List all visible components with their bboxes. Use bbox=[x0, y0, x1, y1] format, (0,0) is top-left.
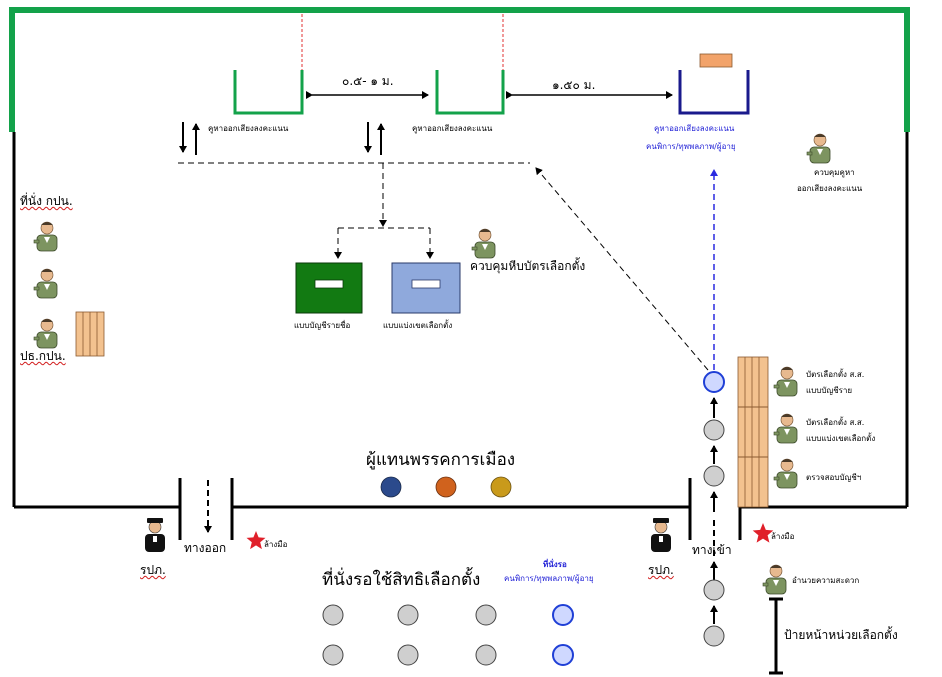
voting-booth-2 bbox=[435, 70, 505, 115]
exit-label: ทางออก bbox=[184, 541, 227, 555]
booth-controller-icon bbox=[806, 133, 831, 164]
distance-label-1: ๐.๕- ๑ ม. bbox=[342, 74, 394, 88]
voting-booth-accessible bbox=[678, 70, 750, 115]
committee-member-icon bbox=[33, 268, 58, 299]
party-rep-seat bbox=[380, 476, 402, 498]
booth-controller-line2: ออกเสียงลงคะแนน bbox=[797, 184, 863, 193]
booth-controller-line1: ควบคุมคูหา bbox=[814, 168, 855, 177]
ballot-stack-officers bbox=[737, 356, 769, 508]
officer-party-ballot-icon bbox=[773, 366, 798, 397]
officer-district-ballot-icon bbox=[773, 413, 798, 444]
booth3-label-line2: คนพิการ/ทุพพลภาพ/ผู้อายุ bbox=[646, 142, 736, 151]
entrance-police-label: รปภ. bbox=[648, 563, 674, 577]
facilitator-label: อำนวยความสะดวก bbox=[792, 576, 860, 585]
ballot-box-district-slot bbox=[411, 279, 441, 289]
queue-circle bbox=[703, 579, 725, 601]
hand-wash-exit-star-icon bbox=[246, 531, 266, 550]
queue-circle-accessible bbox=[703, 371, 725, 393]
exit-police-label: รปภ. bbox=[140, 563, 166, 577]
entrance-wash-label: ล้างมือ bbox=[771, 532, 795, 541]
ballot-box-controller-label: ควบคุมหีบบัตรเลือกตั้ง bbox=[470, 259, 586, 273]
committee-seat-text: ที่นั่ง กปน. bbox=[20, 194, 73, 208]
committee-seat-label: ที่นั่ง กปน. bbox=[20, 194, 73, 208]
waiting-seat bbox=[397, 604, 419, 626]
signboard-label: ป้ายหน้าหน่วยเลือกตั้ง bbox=[784, 628, 898, 642]
waiting-seat bbox=[475, 644, 497, 666]
queue-circle bbox=[703, 625, 725, 647]
officer-party-ballot-line1: บัตรเลือกตั้ง ส.ส. bbox=[806, 370, 865, 379]
booth2-label: คูหาออกเสียงลงคะแนน bbox=[412, 124, 493, 133]
police-exit-icon bbox=[144, 517, 166, 553]
ballot-box-district-label: แบบแบ่งเขตเลือกตั้ง bbox=[383, 321, 453, 330]
ballot-box-party-label: แบบบัญชีรายชื่อ bbox=[294, 321, 351, 330]
waiting-area-label: ที่นั่งรอใช้สิทธิเลือกตั้ง bbox=[322, 570, 481, 590]
booth1-label: คูหาออกเสียงลงคะแนน bbox=[208, 124, 289, 133]
waiting-seat bbox=[322, 604, 344, 626]
waiting-seat-accessible bbox=[552, 644, 574, 666]
waiting-seat-accessible bbox=[552, 604, 574, 626]
officer-check-list-label: ตรวจสอบบัญชีฯ bbox=[806, 473, 862, 482]
officer-district-ballot-line2: แบบแบ่งเขตเลือกตั้ง bbox=[806, 434, 876, 443]
committee-chair-text: ปธ.กปน. bbox=[20, 349, 66, 363]
waiting-special-line1: ที่นั่งรอ bbox=[543, 560, 567, 569]
ballot-stack-chair bbox=[75, 311, 105, 357]
party-reps-label: ผู้แทนพรรคการเมือง bbox=[366, 450, 516, 470]
distance-label-2: ๑.๕๐ ม. bbox=[552, 78, 596, 92]
party-rep-seat bbox=[490, 476, 512, 498]
voting-booth-1 bbox=[233, 70, 304, 115]
police-entrance-icon bbox=[650, 517, 672, 553]
booth-chair bbox=[699, 53, 733, 68]
waiting-special-line2: คนพิการ/ทุพพลภาพ/ผู้อายุ bbox=[504, 574, 594, 583]
committee-chair-icon bbox=[33, 318, 58, 349]
party-rep-seat bbox=[435, 476, 457, 498]
green-wall-top bbox=[9, 7, 910, 132]
waiting-seat bbox=[475, 604, 497, 626]
officer-district-ballot-line1: บัตรเลือกตั้ง ส.ส. bbox=[806, 418, 865, 427]
committee-chair-label: ปธ.กปน. bbox=[20, 349, 66, 363]
officer-check-list-icon bbox=[773, 458, 798, 489]
queue-circle bbox=[703, 419, 725, 441]
officer-party-ballot-line2: แบบบัญชีราย bbox=[806, 386, 853, 395]
entrance-label: ทางเข้า bbox=[692, 543, 732, 557]
ballot-box-party-list-slot bbox=[314, 279, 344, 289]
entrance-police-text: รปภ. bbox=[648, 563, 674, 577]
flow-line-diagonal bbox=[535, 167, 709, 371]
exit-wash-label: ล้างมือ bbox=[264, 540, 288, 549]
waiting-seat bbox=[322, 644, 344, 666]
committee-member-icon bbox=[33, 221, 58, 252]
hand-wash-entrance-star-icon bbox=[752, 523, 774, 543]
facilitator-icon bbox=[762, 564, 787, 595]
booth3-label-line1: คูหาออกเสียงลงคะแนน bbox=[654, 124, 735, 133]
exit-police-text: รปภ. bbox=[140, 563, 166, 577]
waiting-seat bbox=[397, 644, 419, 666]
ballot-box-controller-icon bbox=[471, 228, 496, 259]
queue-circle bbox=[703, 465, 725, 487]
